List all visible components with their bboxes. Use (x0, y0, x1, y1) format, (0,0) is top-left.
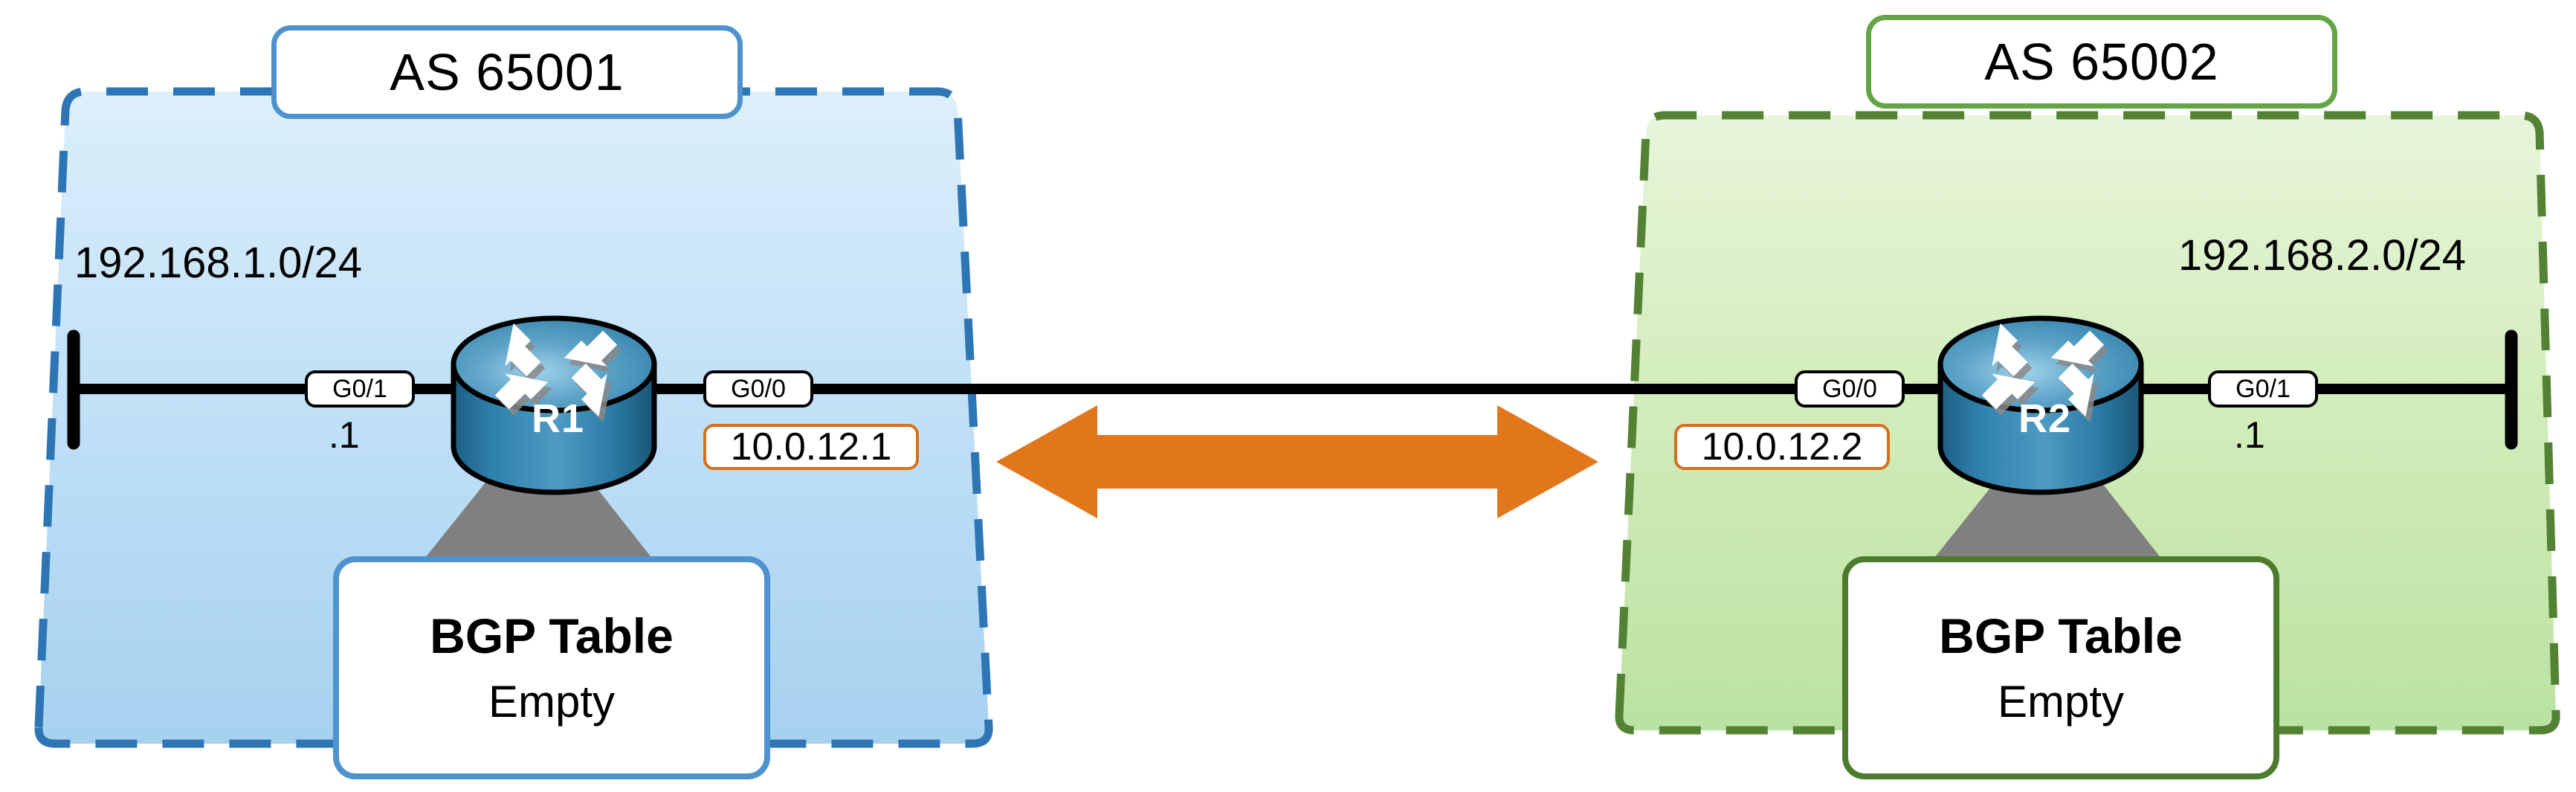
subnet-label-left: 192.168.1.0/24 (74, 239, 363, 287)
bgp-table-card-right: BGP Table Empty (1842, 556, 2279, 779)
router-name-r2: R2 (2018, 396, 2072, 441)
bgp-table-title-left: BGP Table (430, 608, 674, 663)
as-label-right: AS 65002 (1866, 15, 2337, 109)
subnet-label-right: 192.168.2.0/24 (2178, 231, 2467, 280)
bgp-table-body-right: Empty (1997, 677, 2125, 727)
interface-label-r1-g0-1: G0/1 (305, 370, 415, 408)
interface-label-r1-g0-0: G0/0 (703, 370, 813, 408)
router-icon-r2 (1937, 315, 2144, 495)
left-lan-segment (67, 329, 453, 450)
bgp-peering-arrow-icon (996, 405, 1598, 518)
bgp-table-body-left: Empty (488, 677, 616, 727)
right-lan-segment (2141, 329, 2518, 450)
as-label-left: AS 65001 (271, 25, 743, 119)
ip-label-r2-wan: 10.0.12.2 (1674, 424, 1890, 470)
bgp-table-title-right: BGP Table (1939, 608, 2183, 663)
bgp-table-card-left: BGP Table Empty (333, 556, 770, 779)
beam-left (407, 476, 669, 580)
interface-label-r2-g0-1: G0/1 (2208, 370, 2318, 408)
router-icon-r1 (451, 315, 657, 495)
host-octet-left: .1 (329, 414, 360, 456)
host-octet-right: .1 (2234, 414, 2265, 456)
router-name-r1: R1 (532, 396, 585, 441)
ip-label-r1-wan: 10.0.12.1 (703, 424, 919, 470)
interface-label-r2-g0-0: G0/0 (1795, 370, 1905, 408)
beam-right (1917, 476, 2178, 580)
